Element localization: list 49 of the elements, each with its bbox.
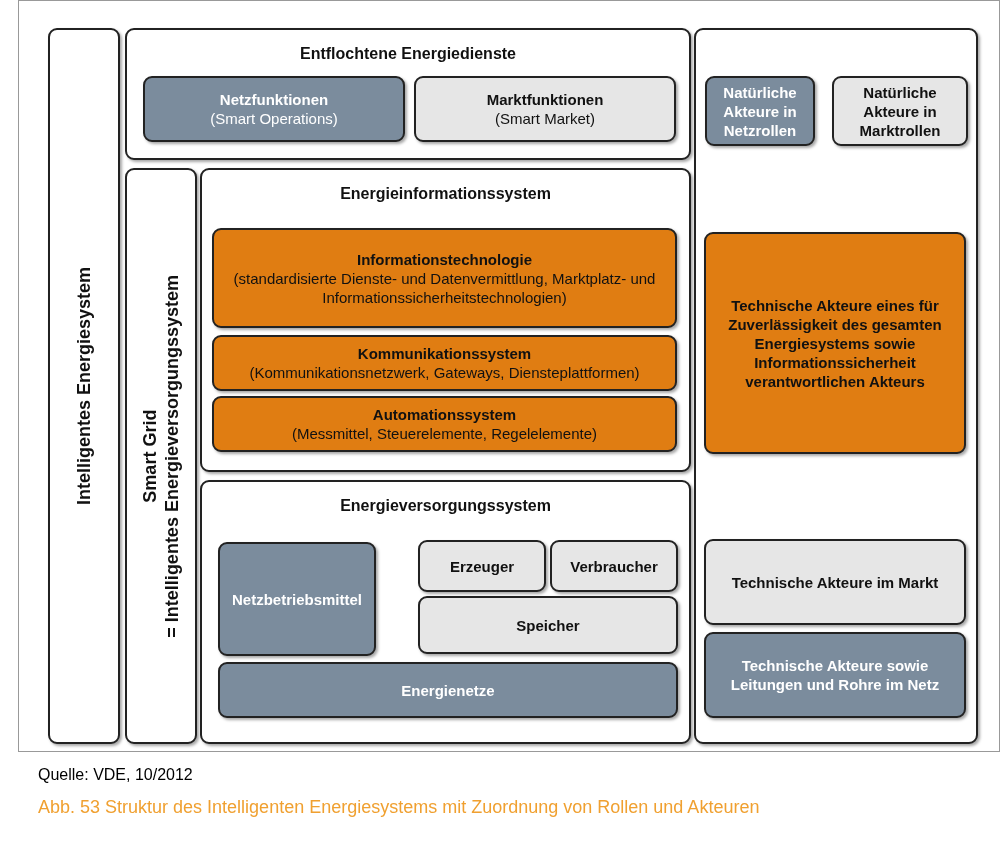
group-panel [200,168,691,472]
block [218,662,678,718]
heading-text: Automationssystem [372,405,517,424]
heading-text: Smart Grid [139,408,161,505]
block [212,396,677,452]
body-text: (Smart Market) [495,109,595,128]
block [832,76,968,146]
heading-text: Speicher [516,615,580,635]
column-panel [694,28,978,744]
block [704,232,966,454]
heading-text: Informationstechnologie [357,249,532,269]
heading-text: Energieinformationssystem [340,184,551,203]
heading-text: Intelligentes Energiesystem [73,266,95,506]
heading-text: Netzbetriebsmittel [232,589,362,609]
block [705,76,815,146]
block [212,335,677,391]
body-text: = Intelligentes Energieversorgungssystem [161,274,183,638]
body-text: (standardisierte Dienste- und Datenvermittlung, Marktplatz- und Informationssicherheitstechnologien) [232,268,657,307]
block [418,540,546,592]
heading-text: Energieversorgungssystem [340,496,551,515]
group-panel [125,28,691,160]
group-panel [200,480,691,744]
figure-caption: Abb. 53 Struktur des Intelligenten Energiesystems mit Zuordnung von Rollen und Akteuren [38,796,761,818]
heading-text: Natürliche Akteure in Netzrollen [722,82,798,140]
block [418,596,678,654]
body-text: (Kommunikationsnetzwerk, Gateways, Diensteplattformen) [249,363,640,382]
block [704,632,966,718]
source-note: Quelle: VDE, 10/2012 [38,766,193,784]
heading-text: Erzeuger [449,556,515,576]
heading-text: Verbraucher [570,556,658,576]
body-text: (Smart Operations) [210,109,338,128]
heading-text: Natürliche Akteure in Marktrollen [858,82,942,140]
block [414,76,676,142]
heading-text: Technische Akteure eines für Zuverlässigkeit des gesamten Energiesystems sowie Informationssicherheit verantwortlichen Akteurs [727,295,943,391]
block [125,168,197,744]
heading-text: Technische Akteure im Markt [731,572,939,592]
heading-text: Kommunikationssystem [357,344,532,363]
block [218,542,376,656]
heading-text: Energienetze [401,680,495,700]
heading-text: Marktfunktionen [486,90,604,109]
heading-text: Technische Akteure sowie Leitungen und Rohre im Netz [729,656,941,694]
body-text: (Messmittel, Steuerelemente, Regelelemente) [291,424,598,443]
block [143,76,405,142]
block [212,228,677,328]
block [704,539,966,625]
heading-text: Entflochtene Energiedienste [299,44,516,63]
block [48,28,120,744]
heading-text: Netzfunktionen [219,90,329,109]
block [550,540,678,592]
